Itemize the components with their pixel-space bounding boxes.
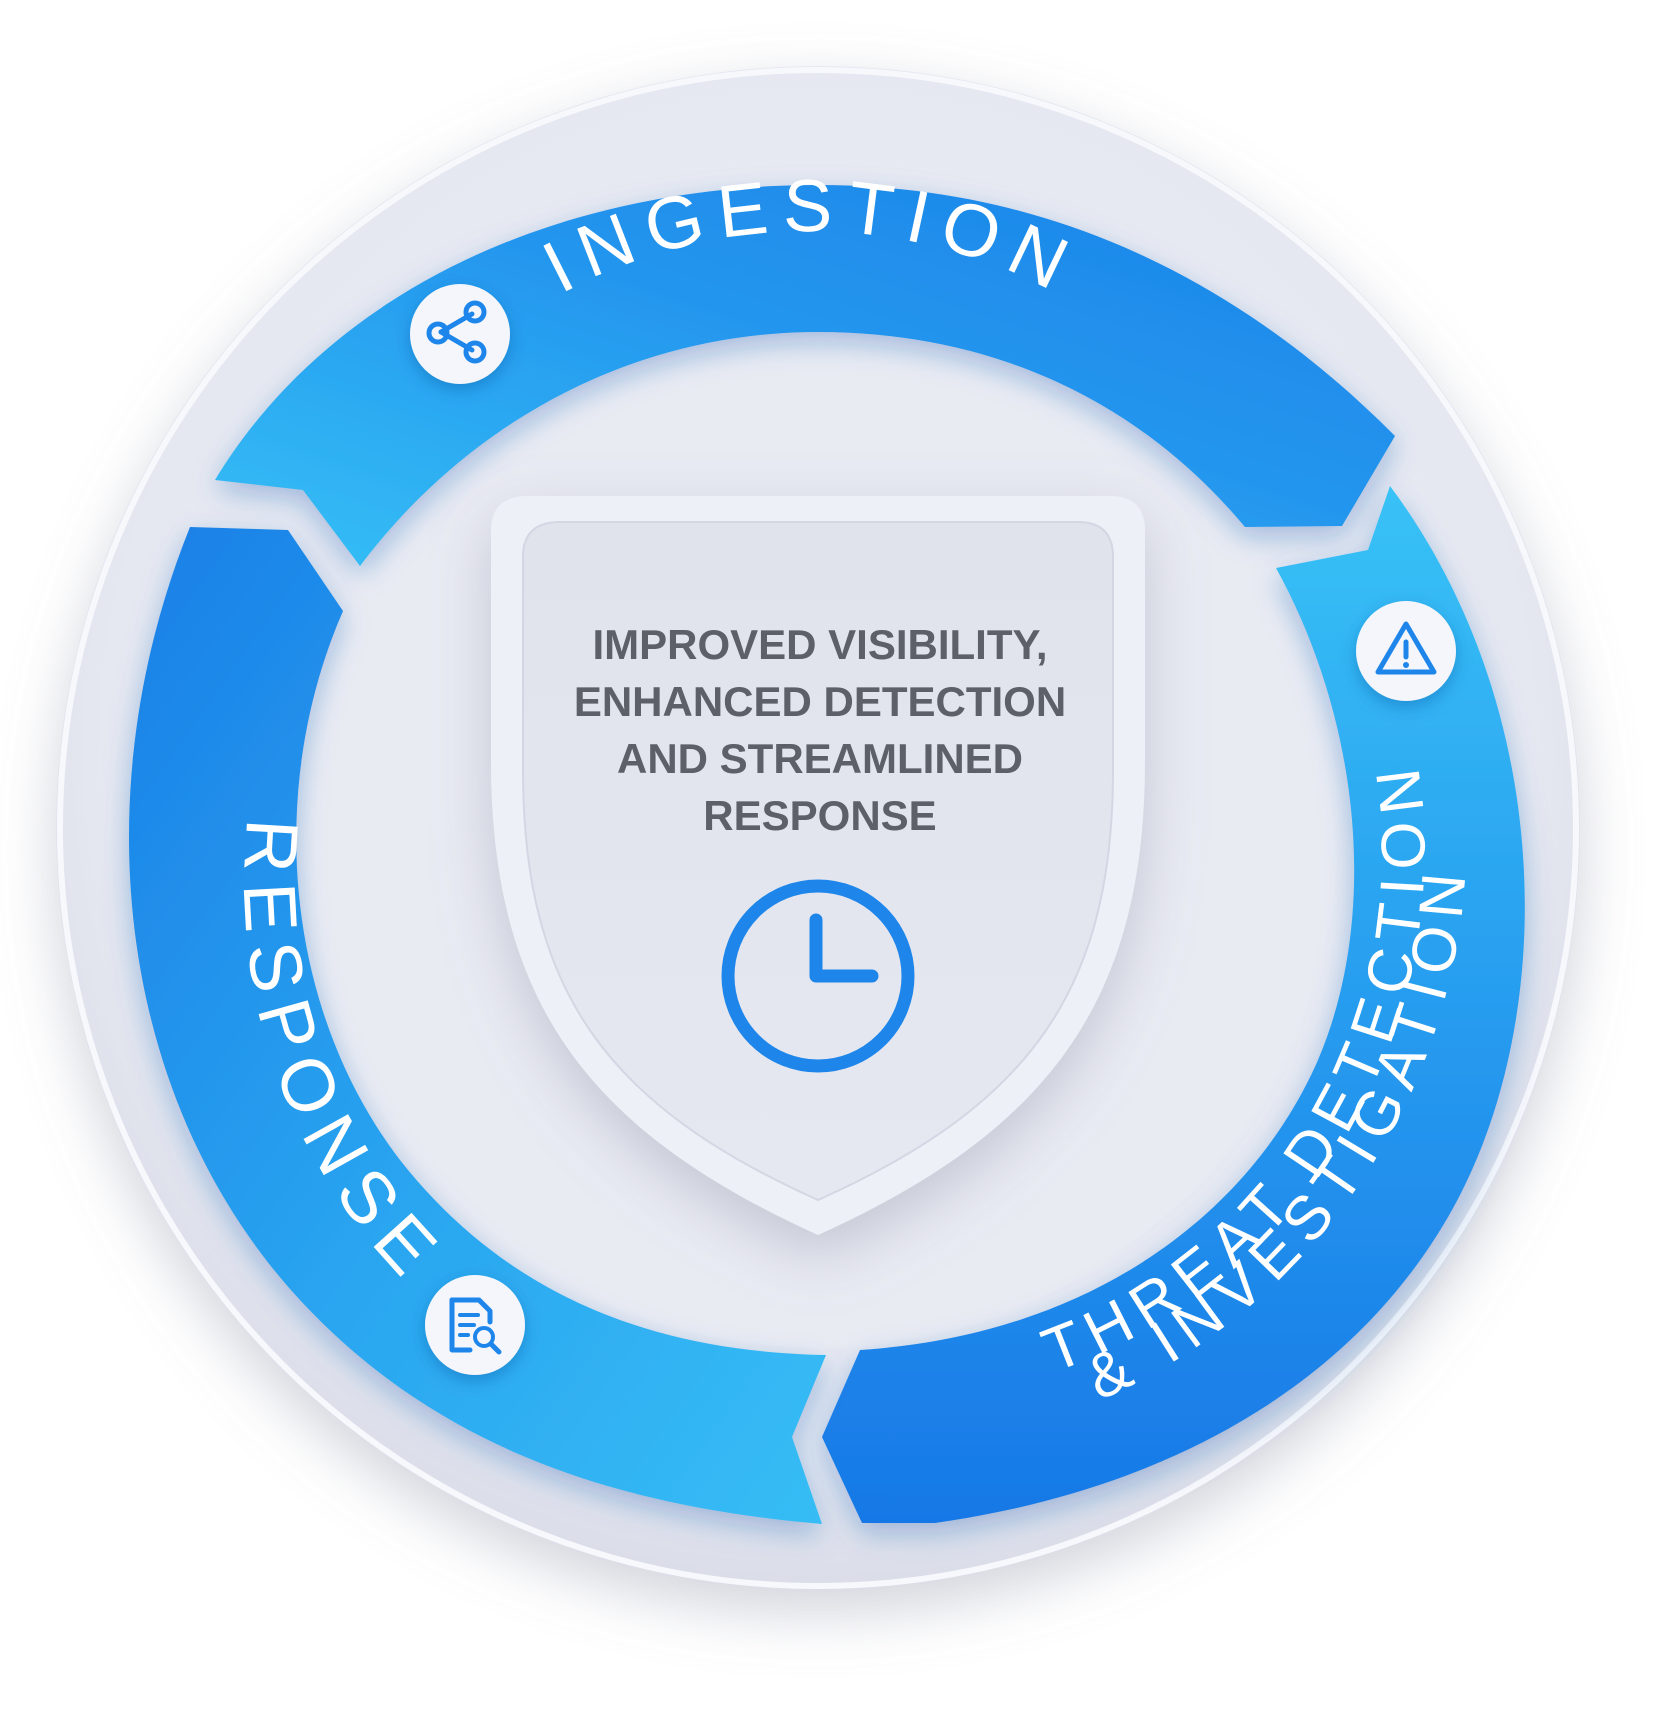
center-line-2: ENHANCED DETECTION bbox=[573, 678, 1067, 725]
share-nodes-icon bbox=[410, 284, 510, 384]
arc-threat-detection[interactable] bbox=[822, 486, 1525, 1523]
outer-disc-rim bbox=[57, 67, 1579, 1589]
clock-icon bbox=[721, 879, 915, 1073]
center-statement: IMPROVED VISIBILITY, ENHANCED DETECTION … bbox=[520, 616, 1120, 844]
arc-ingestion[interactable] bbox=[215, 185, 1395, 566]
center-line-1: IMPROVED VISIBILITY, bbox=[592, 621, 1048, 668]
warning-triangle-icon bbox=[1356, 601, 1456, 701]
arc-response[interactable] bbox=[128, 527, 826, 1524]
document-search-icon bbox=[425, 1275, 525, 1375]
center-line-4: RESPONSE bbox=[703, 792, 937, 839]
center-line-3: AND STREAMLINED bbox=[617, 735, 1023, 782]
shield-inner bbox=[522, 521, 1114, 1202]
